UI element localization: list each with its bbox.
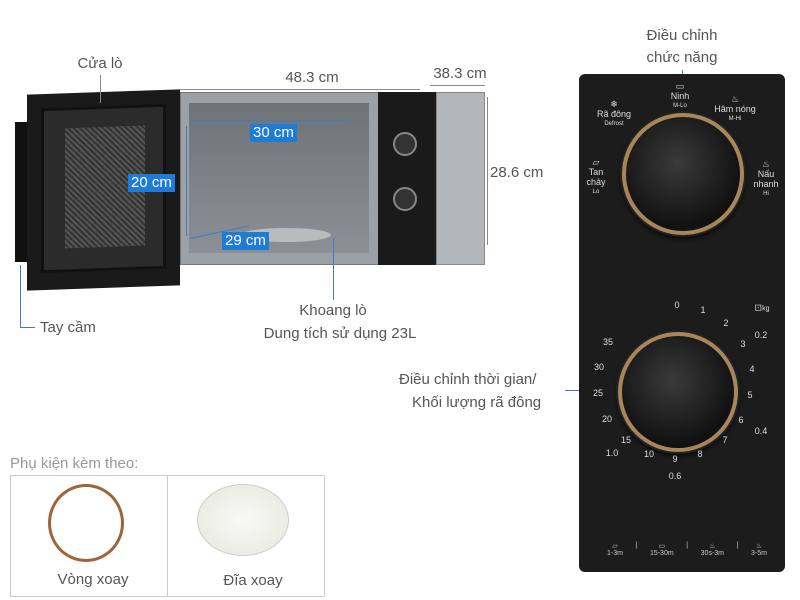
control-strip bbox=[378, 92, 436, 265]
tick-9: 9 bbox=[672, 454, 678, 464]
tick-30: 30 bbox=[593, 362, 605, 372]
tick-15: 15 bbox=[620, 435, 632, 445]
weight-0.2: 0.2 bbox=[754, 330, 768, 340]
body bbox=[180, 92, 380, 265]
guide-simmer: ▭15-30m bbox=[649, 543, 674, 557]
timer-label-1: Điều chỉnh thời gian/ bbox=[399, 371, 537, 388]
tick-35: 35 bbox=[602, 337, 614, 347]
inner-depth-label: 29 cm bbox=[222, 232, 269, 250]
capacity-label: Dung tích sử dụng 23L bbox=[263, 325, 417, 342]
tick-4: 4 bbox=[749, 364, 755, 374]
weight-1.0: 1.0 bbox=[605, 448, 619, 458]
accessories-title: Phụ kiện kèm theo: bbox=[10, 455, 139, 472]
tick-0: 0 bbox=[674, 300, 680, 310]
microwave bbox=[15, 89, 485, 292]
weight-0.4: 0.4 bbox=[754, 426, 768, 436]
function-knob[interactable] bbox=[622, 113, 744, 235]
tick-1: 1 bbox=[700, 305, 706, 315]
tick-7: 7 bbox=[722, 435, 728, 445]
timer-label-2: Khối lượng rã đông bbox=[412, 394, 542, 411]
guide-quick-cook: ♨3-5m bbox=[750, 543, 767, 557]
tick-20: 20 bbox=[601, 414, 613, 424]
inner-width-label: 30 cm bbox=[250, 124, 297, 142]
weight-icon: ⊡kg bbox=[754, 302, 770, 313]
height-label: 28.6 cm bbox=[490, 164, 544, 181]
accessory-glass-tray: Đĩa xoay bbox=[223, 572, 283, 589]
body-side bbox=[436, 92, 485, 265]
door-label: Cửa lò bbox=[77, 55, 123, 72]
accessory-roller-ring: Vòng xoay bbox=[57, 571, 129, 588]
guide-reheat: ♨30s-3m bbox=[700, 543, 724, 557]
handle-label: Tay cầm bbox=[40, 319, 96, 336]
tick-5: 5 bbox=[747, 390, 753, 400]
cooking-guide: ▱1-3m| ▭15-30m| ♨30s-3m| ♨3-5m bbox=[607, 542, 767, 557]
tick-10: 10 bbox=[643, 449, 655, 459]
tick-6: 6 bbox=[738, 415, 744, 425]
function-label-2: chức năng bbox=[646, 49, 718, 66]
depth-label: 38.3 cm bbox=[433, 65, 487, 82]
tick-2: 2 bbox=[723, 318, 729, 328]
weight-0.6: 0.6 bbox=[668, 471, 682, 481]
glass-tray-image bbox=[197, 484, 289, 556]
accessories-box: Vòng xoay Đĩa xoay bbox=[10, 475, 325, 597]
roller-ring-image bbox=[48, 484, 124, 562]
door-handle bbox=[15, 122, 27, 262]
cavity-label: Khoang lò bbox=[299, 302, 367, 319]
tick-3: 3 bbox=[740, 339, 746, 349]
function-label-1: Điều chỉnh bbox=[646, 27, 718, 44]
guide-melt: ▱1-3m bbox=[607, 543, 623, 557]
inner-height-label: 20 cm bbox=[128, 174, 175, 192]
tick-8: 8 bbox=[697, 449, 703, 459]
width-label: 48.3 cm bbox=[285, 69, 339, 86]
timer-knob[interactable] bbox=[618, 332, 738, 452]
tick-25: 25 bbox=[592, 388, 604, 398]
